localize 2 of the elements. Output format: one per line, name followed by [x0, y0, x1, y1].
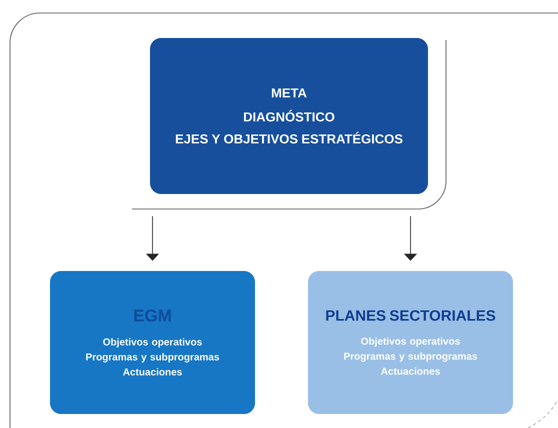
plan-box: PLANES SECTORIALES Objetivos operativos Programas y subprogramas Actuaciones	[308, 271, 513, 414]
strategy-box: META DIAGNÓSTICO EJES Y OBJETIVOS ESTRATÉGICOS	[150, 38, 428, 194]
